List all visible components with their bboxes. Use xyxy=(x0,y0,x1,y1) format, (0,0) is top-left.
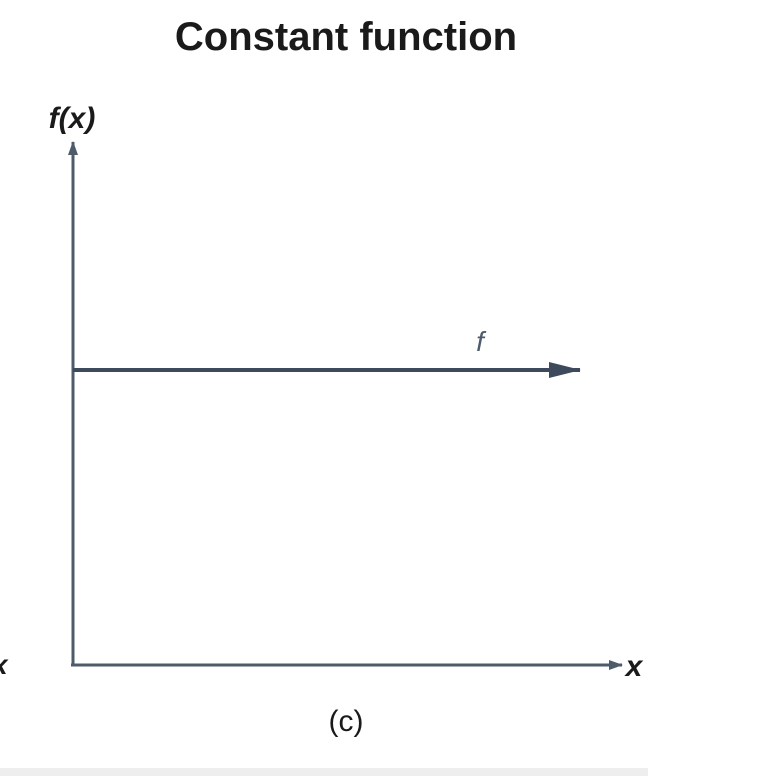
x-axis-label: x xyxy=(624,650,644,683)
bottom-bar xyxy=(0,768,648,776)
figure-caption: (c) xyxy=(329,705,364,738)
curve-label: f xyxy=(476,326,487,357)
figure-title: Constant function xyxy=(175,15,517,59)
left-edge-glyph: x xyxy=(0,649,9,680)
y-axis-label: f(x) xyxy=(49,102,96,135)
